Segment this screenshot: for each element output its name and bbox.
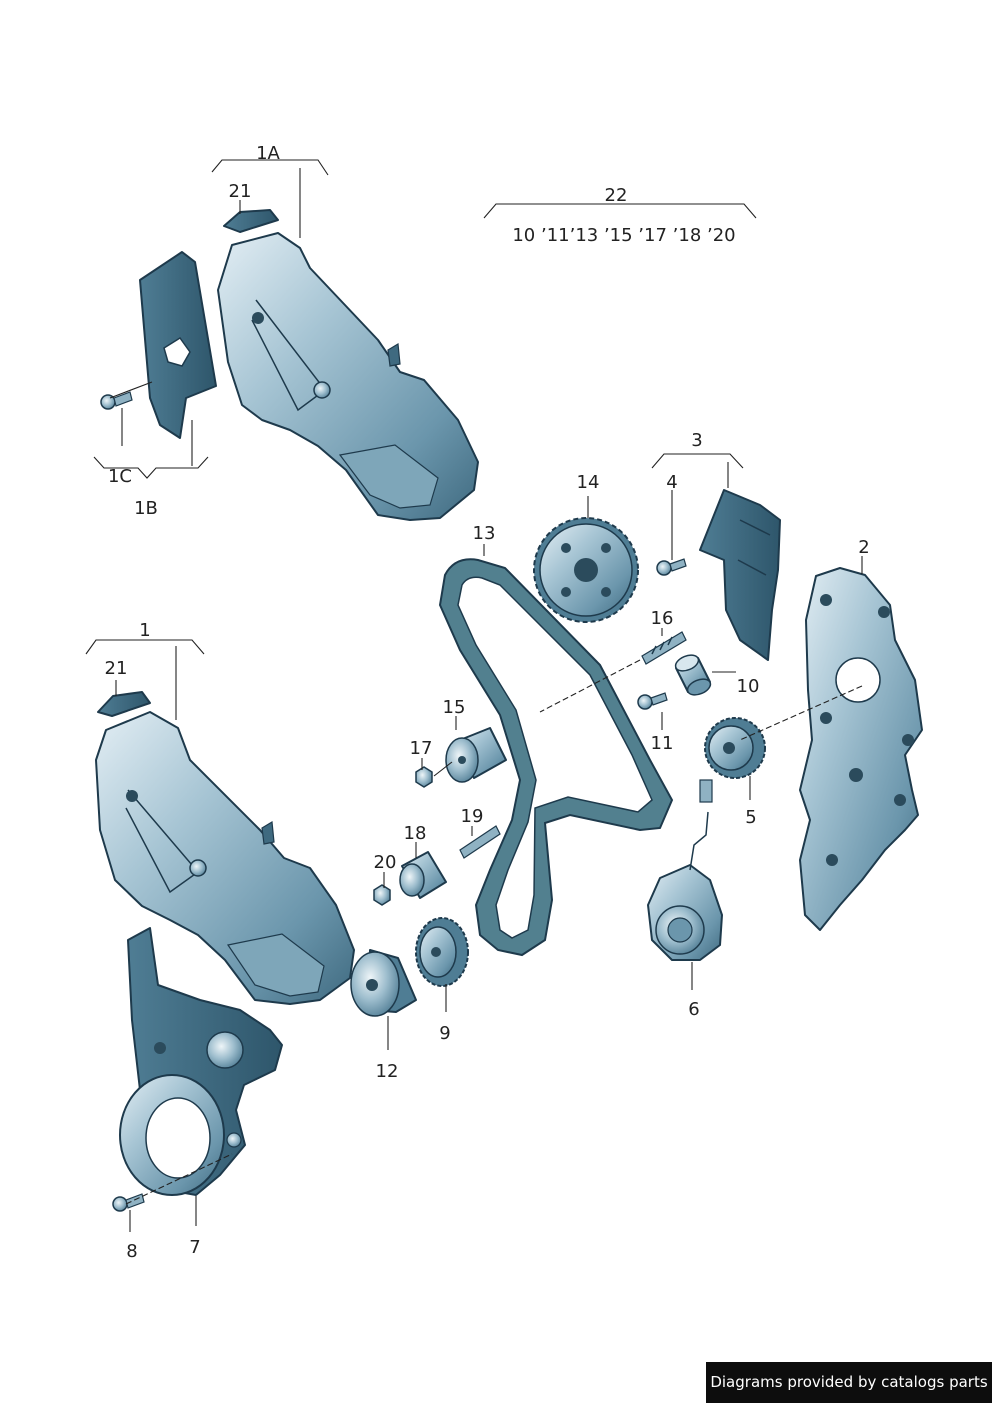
- crank-pulley-part: [350, 949, 417, 1017]
- callout-22: 22: [605, 185, 628, 206]
- callout-17: 17: [410, 738, 433, 759]
- callout-labels: 1A 21 22 10 ’11’13 ’15 ’17 ’18 ’20 1C 1B…: [105, 143, 870, 1262]
- bracket-hole: [820, 594, 832, 606]
- callout-1C: 1C: [108, 466, 132, 487]
- bracket-bore: [835, 657, 881, 703]
- callout-19: 19: [461, 806, 484, 827]
- callout-5: 5: [745, 807, 756, 828]
- nut-part: [373, 884, 391, 906]
- seal-ring-hole: [145, 1097, 211, 1179]
- nut-part: [415, 766, 433, 788]
- lower-cover-group: [95, 691, 355, 1212]
- callout-20: 20: [374, 852, 397, 873]
- bracket-hole: [849, 768, 863, 782]
- callout-6: 6: [688, 999, 699, 1020]
- drive-gear-part: [704, 717, 766, 779]
- seal-ring-boss: [226, 1132, 242, 1148]
- callout-16: 16: [651, 608, 674, 629]
- upper-cover-group: [100, 209, 479, 521]
- engine-bracket-part: [799, 567, 923, 931]
- upper-cover-part: [217, 232, 479, 521]
- cover-hole: [252, 312, 264, 324]
- front-cover-clip-tab: [261, 820, 275, 845]
- cover-clip-part: [223, 209, 279, 233]
- front-cover-pocket: [227, 933, 325, 997]
- callout-21-upper: 21: [229, 181, 252, 202]
- callout-15: 15: [443, 697, 466, 718]
- threaded-stud-part: [641, 631, 687, 665]
- backplate-hole: [154, 1042, 166, 1054]
- kit-22-contents: 10 ’11’13 ’15 ’17 ’18 ’20: [512, 225, 735, 246]
- callout-10: 10: [737, 676, 760, 697]
- bolt-part: [656, 558, 687, 576]
- crank-gear-part: [415, 917, 469, 987]
- callout-3: 3: [691, 430, 702, 451]
- timing-belt-part: [438, 558, 674, 957]
- threaded-stud-part: [459, 825, 501, 859]
- tensioner-pulley-part: [445, 727, 507, 783]
- sensor-assembly-part: [647, 779, 723, 961]
- front-cover-rib: [125, 789, 200, 894]
- callout-8: 8: [126, 1241, 137, 1262]
- callout-21-lower: 21: [105, 658, 128, 679]
- backplate-round-boss: [206, 1031, 244, 1069]
- camshaft-sprocket-part: [533, 517, 639, 623]
- callout-4: 4: [666, 472, 677, 493]
- spacer-sleeve-part: [674, 654, 712, 696]
- callout-9: 9: [439, 1023, 450, 1044]
- front-cover-hole: [126, 790, 138, 802]
- idler-roller-part: [399, 851, 447, 899]
- callout-1: 1: [139, 620, 150, 641]
- bolt-part: [100, 391, 133, 410]
- footer-credit: Diagrams provided by catalogs parts: [706, 1362, 992, 1403]
- callout-13: 13: [473, 523, 496, 544]
- mounting-bracket-part: [699, 489, 781, 661]
- callout-7: 7: [189, 1237, 200, 1258]
- cover-inner-pocket: [338, 444, 439, 509]
- cover-mount-boss: [313, 381, 331, 399]
- cover-clip-tab: [387, 342, 401, 367]
- callout-14: 14: [577, 472, 600, 493]
- bolt-part: [637, 692, 668, 710]
- leader-lines: [85, 159, 863, 1232]
- front-cover-boss: [189, 859, 207, 877]
- bracket-hole: [826, 854, 838, 866]
- callout-1A: 1A: [256, 143, 280, 164]
- front-cover-clip-part: [97, 691, 151, 717]
- shroud-mount-hole: [163, 336, 191, 367]
- callout-11: 11: [651, 733, 674, 754]
- callout-12: 12: [376, 1061, 399, 1082]
- callout-2: 2: [858, 537, 869, 558]
- callout-1B: 1B: [134, 498, 158, 519]
- bracket-hole: [820, 712, 832, 724]
- bracket-hole: [878, 606, 890, 618]
- cover-rib: [251, 299, 327, 412]
- bracket-hole: [902, 734, 914, 746]
- front-cover-part: [95, 711, 355, 1005]
- callout-18: 18: [404, 823, 427, 844]
- bracket-hole: [894, 794, 906, 806]
